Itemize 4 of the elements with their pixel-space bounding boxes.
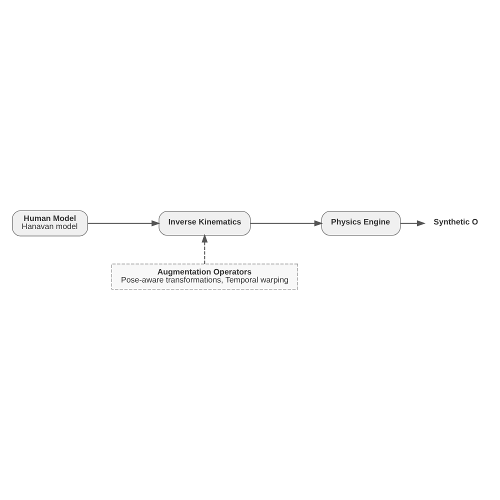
arrow (250, 220, 323, 226)
arrow (87, 220, 160, 226)
arrow (400, 220, 426, 226)
arrow (202, 234, 208, 264)
